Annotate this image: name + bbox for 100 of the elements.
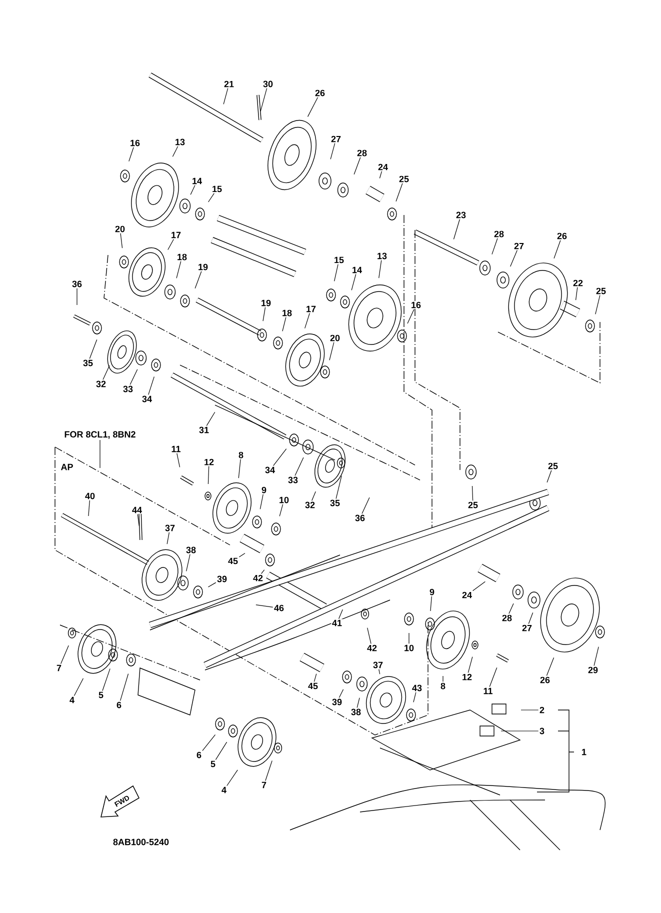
leader-line: [238, 459, 241, 478]
callout-number: 32: [95, 380, 107, 388]
leader-line: [554, 240, 561, 259]
callout-number: 10: [403, 644, 415, 652]
leader-line: [500, 730, 539, 732]
callout-number: 25: [398, 175, 410, 183]
callout-number: 3: [538, 727, 546, 735]
callout-number: 19: [260, 299, 272, 307]
callout-number: 45: [307, 682, 319, 690]
callout-number: 17: [170, 231, 182, 239]
callout-number: 35: [82, 359, 94, 367]
leader-line: [128, 147, 134, 162]
leader-line: [273, 448, 287, 466]
callout-number: 26: [314, 89, 326, 97]
part-code: 8AB100-5240: [113, 838, 169, 846]
leader-line: [130, 369, 138, 385]
note-text: FOR 8CL1, 8BN2: [63, 430, 137, 440]
callout-number: 8: [440, 682, 446, 690]
callout-number: 5: [210, 760, 216, 768]
callout-number: 16: [410, 301, 422, 309]
leader-line: [262, 307, 266, 322]
leader-line: [510, 250, 518, 267]
callout-number: 6: [116, 701, 122, 709]
callout-number: 1: [580, 748, 588, 756]
callout-number: 24: [461, 591, 473, 599]
callout-number: 13: [376, 252, 388, 260]
leader-line: [472, 486, 474, 501]
leader-line: [408, 632, 410, 644]
callout-number: 40: [84, 492, 96, 500]
leader-line: [378, 669, 380, 674]
callout-number: 2: [538, 706, 546, 714]
leader-line: [304, 312, 310, 329]
callout-number: 32: [304, 501, 316, 509]
callout-number: 9: [260, 486, 268, 494]
leader-line: [546, 470, 552, 483]
variant-label: AP: [60, 464, 73, 470]
leader-line: [186, 554, 190, 572]
callout-number: 37: [164, 524, 176, 532]
callout-number: 25: [547, 462, 559, 470]
leader-line: [60, 645, 69, 664]
callout-number: 11: [170, 445, 182, 453]
leader-line: [89, 339, 98, 359]
callout-number: 20: [114, 225, 126, 233]
leader-line: [294, 457, 304, 476]
leader-line: [208, 466, 210, 484]
callout-number: 38: [350, 708, 362, 716]
leader-line: [472, 581, 486, 591]
leader-line: [595, 295, 600, 314]
leader-line: [338, 689, 344, 698]
callout-number: 14: [191, 177, 203, 185]
callout-number: 19: [197, 263, 209, 271]
leader-line: [329, 342, 334, 360]
leader-line: [74, 678, 84, 696]
leader-line: [102, 365, 110, 380]
leader-line: [468, 656, 473, 673]
leader-line: [492, 238, 498, 255]
callout-number: 27: [521, 624, 533, 632]
callout-number: 6: [196, 751, 202, 759]
leader-line: [208, 193, 214, 202]
leader-line: [238, 552, 246, 558]
leader-line: [166, 532, 170, 544]
callout-number: 46: [273, 604, 285, 612]
leader-line: [223, 88, 228, 105]
leader-line: [489, 667, 498, 688]
callout-number: 26: [539, 676, 551, 684]
callout-number: 13: [174, 138, 186, 146]
callout-number: 12: [203, 458, 215, 466]
callout-number: 15: [211, 185, 223, 193]
leader-line: [430, 596, 432, 612]
leader-line: [176, 261, 182, 278]
leader-line: [279, 504, 284, 517]
callout-number: 33: [287, 476, 299, 484]
leader-line: [202, 734, 216, 751]
leader-line: [336, 476, 342, 499]
callout-number: 42: [366, 644, 378, 652]
leader-line: [261, 569, 265, 574]
callout-number: 4: [220, 786, 228, 794]
callout-number: 45: [227, 557, 239, 565]
callout-number: 15: [333, 256, 345, 264]
callout-number: 34: [264, 466, 276, 474]
callout-number: 34: [141, 395, 153, 403]
leader-line: [282, 317, 286, 332]
leader-line: [396, 183, 403, 202]
leader-line: [120, 673, 129, 701]
leader-line: [137, 514, 140, 526]
leader-line: [356, 698, 360, 708]
leader-line: [312, 491, 316, 501]
leader-line: [528, 612, 534, 624]
callout-number: 11: [482, 687, 494, 695]
callout-number: 25: [595, 287, 607, 295]
leader-line: [88, 500, 90, 516]
leader-line: [148, 376, 154, 395]
leader-line: [76, 288, 78, 306]
callout-number: 26: [556, 232, 568, 240]
leader-line: [307, 97, 318, 117]
callout-number: 5: [98, 691, 104, 699]
leader-line: [367, 628, 372, 644]
callout-number: 35: [329, 499, 341, 507]
callout-number: 43: [411, 684, 423, 692]
leader-line: [260, 88, 268, 112]
